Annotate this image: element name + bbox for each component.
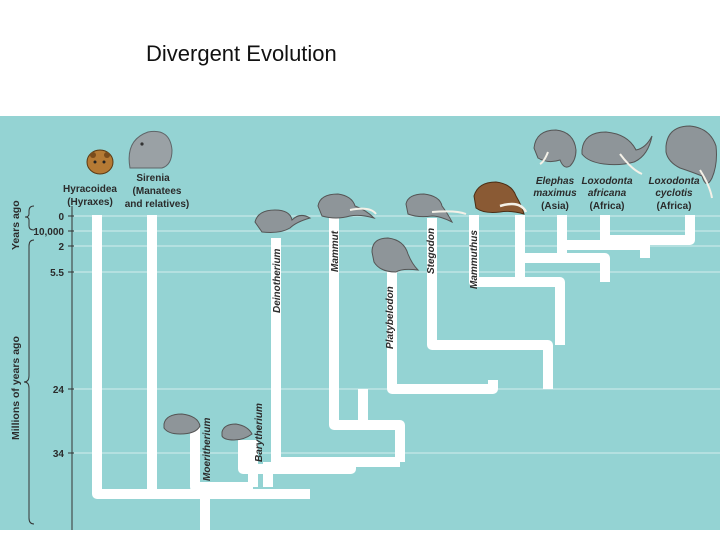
taxon-labels: Deinotherium Mammut Stegodon Mammuthus P… xyxy=(202,228,480,481)
manatee-icon xyxy=(128,130,173,169)
moeritherium-icon xyxy=(163,413,201,435)
loxodonta-cyclotis-icon xyxy=(665,125,717,199)
barytherium-icon xyxy=(221,423,253,441)
tick-label: 0 xyxy=(58,212,64,223)
group-labels: Hyracoidea (Hyraxes) Sirenia (Manatees a… xyxy=(63,173,700,212)
tick-label: 10,000 xyxy=(33,227,64,238)
branch-moeritherium-barytherium xyxy=(190,425,258,492)
branch-platybelodon xyxy=(358,267,498,425)
branch-stegodon xyxy=(427,218,553,389)
tick-label: 5.5 xyxy=(50,268,64,279)
hyrax-icon xyxy=(86,149,114,175)
stegodon-icon xyxy=(405,193,467,224)
mammut-icon xyxy=(317,193,377,220)
loxodonta-cyclotis-region: (Africa) xyxy=(656,201,691,212)
deinotherium-label: Deinotherium xyxy=(272,248,283,313)
hyracoidea-label: Hyracoidea xyxy=(63,184,117,195)
branch-root xyxy=(92,215,310,530)
elephas-sublabel: maximus xyxy=(533,188,577,199)
deinotherium-icon xyxy=(254,209,312,233)
sirenia-sublabel: (Manatees xyxy=(133,186,182,197)
slide-title: Divergent Evolution xyxy=(146,41,337,66)
mammut-label: Mammut xyxy=(330,230,341,272)
tick-label: 34 xyxy=(53,449,65,460)
loxodonta-cyclotis-label: Loxodonta xyxy=(648,176,700,187)
elephas-region: (Asia) xyxy=(541,201,569,212)
elephas-icon xyxy=(533,129,577,168)
loxodonta-africana-icon xyxy=(581,131,653,175)
stegodon-label: Stegodon xyxy=(426,228,437,274)
sirenia-sublabel-2: and relatives) xyxy=(125,199,189,210)
animal-illustrations xyxy=(86,125,717,441)
millions-brace xyxy=(23,239,35,525)
platybelodon-icon xyxy=(371,237,420,273)
barytherium-label: Barytherium xyxy=(254,403,265,462)
elephas-label: Elephas xyxy=(536,176,575,187)
years-axis-title: Years ago xyxy=(10,200,22,250)
phylogeny-panel: 0 10,000 2 5.5 24 34 Years ago Millions … xyxy=(0,116,720,530)
sirenia-label: Sirenia xyxy=(136,173,170,184)
platybelodon-label: Platybelodon xyxy=(385,286,396,349)
phylogenetic-tree xyxy=(92,215,695,530)
tick-label: 2 xyxy=(58,242,64,253)
millions-axis-title: Millions of years ago xyxy=(10,336,22,440)
mammuthus-icon xyxy=(473,181,528,215)
branch-loxodonta-split xyxy=(600,215,695,245)
hyracoidea-sublabel: (Hyraxes) xyxy=(67,197,113,208)
branch-deinotherium xyxy=(263,238,400,487)
years-brace xyxy=(24,205,35,231)
loxodonta-africana-sublabel: africana xyxy=(588,188,627,199)
moeritherium-label: Moeritherium xyxy=(202,418,213,481)
tick-label: 24 xyxy=(53,385,65,396)
mammuthus-label: Mammuthus xyxy=(469,230,480,289)
phylogeny-diagram: 0 10,000 2 5.5 24 34 Years ago Millions … xyxy=(10,125,720,530)
loxodonta-cyclotis-sublabel: cyclotis xyxy=(655,188,693,199)
loxodonta-africana-region: (Africa) xyxy=(589,201,624,212)
loxodonta-africana-label: Loxodonta xyxy=(581,176,633,187)
time-axis: 0 10,000 2 5.5 24 34 Years ago Millions … xyxy=(10,200,74,530)
